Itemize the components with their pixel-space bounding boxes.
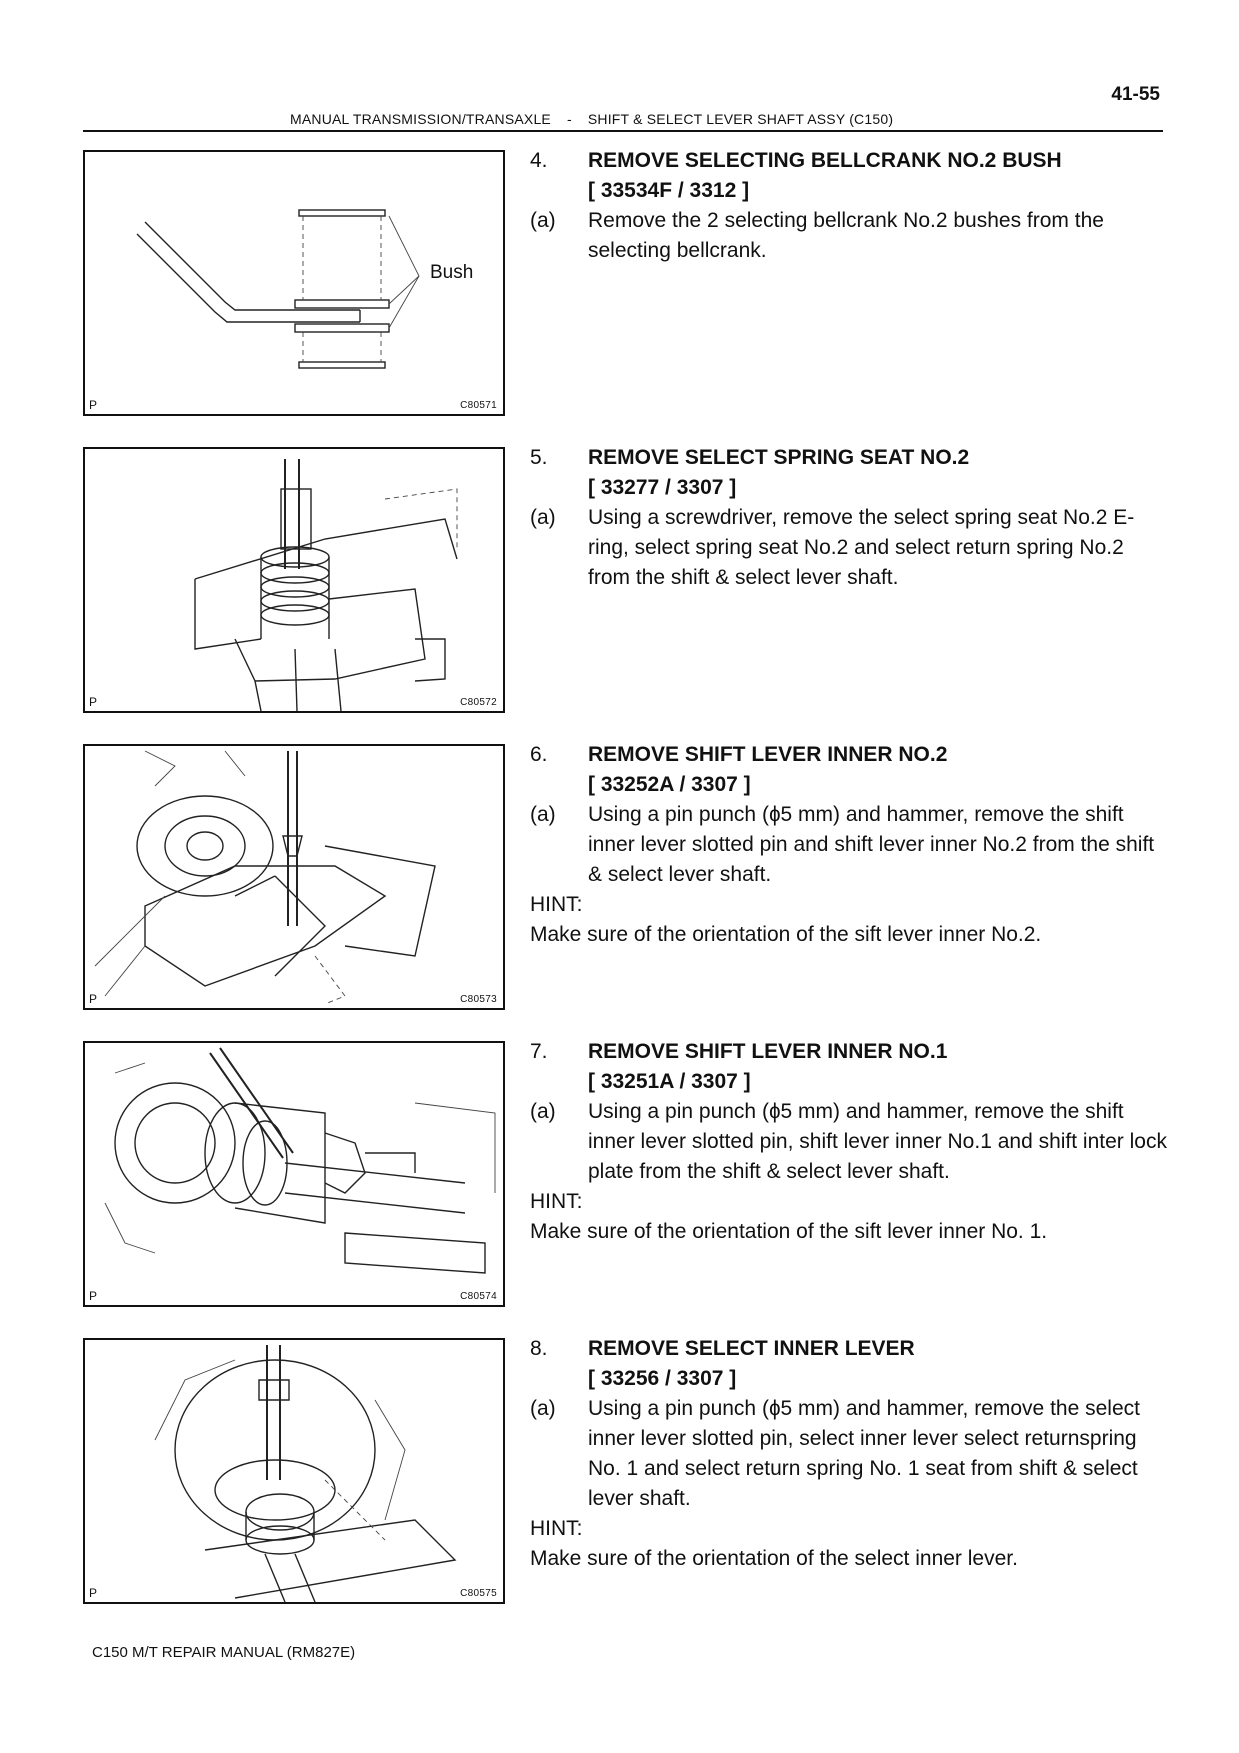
footer-manual-name: C150 M/T REPAIR MANUAL (RM827E)	[92, 1644, 356, 1661]
step-title: REMOVE SHIFT LEVER INNER NO.2	[588, 743, 948, 766]
figure-corner-label: P	[89, 992, 98, 1006]
substep-text: Using a screwdriver, remove the select s…	[588, 506, 1135, 589]
figure-corner-label: P	[89, 398, 98, 412]
substep-text: Using a pin punch (ɸ5 mm) and hammer, re…	[588, 803, 1155, 886]
substep-text: Using a pin punch (ɸ5 mm) and hammer, re…	[588, 1100, 1167, 1183]
spring-seat-illustration	[194, 459, 458, 711]
step-code: [ 33534F / 3312 ]	[588, 179, 750, 202]
callout-bush: Bush	[430, 262, 474, 283]
running-header: MANUAL TRANSMISSION/TRANSAXLE-SHIFT & SE…	[290, 111, 893, 127]
substep-label: (a)	[530, 209, 556, 232]
figure-shift-lever-inner-1: P C80574	[83, 1041, 505, 1307]
hint-label: HINT:	[530, 1190, 583, 1213]
step-number: 5.	[530, 446, 548, 469]
figure-corner-label: P	[89, 695, 98, 709]
select-inner-lever-illustration	[154, 1345, 457, 1602]
shift-lever-inner-2-illustration	[94, 750, 436, 1005]
figure-id: C80572	[460, 697, 497, 708]
bellcrank-illustration	[136, 209, 420, 369]
step-code: [ 33277 / 3307 ]	[588, 476, 737, 499]
hint-label: HINT:	[530, 893, 583, 916]
step-5: 5. REMOVE SELECT SPRING SEAT NO.2 [ 33277…	[530, 443, 1170, 593]
step-8: 8. REMOVE SELECT INNER LEVER [ 33256 / 33…	[530, 1334, 1170, 1574]
hint-text: Make sure of the orientation of the sele…	[530, 1547, 1018, 1570]
step-title: REMOVE SELECT INNER LEVER	[588, 1337, 915, 1360]
step-number: 8.	[530, 1337, 548, 1360]
figure-id: C80574	[460, 1291, 497, 1302]
figure-corner-label: P	[89, 1289, 98, 1303]
substep-text: Remove the 2 selecting bellcrank No.2 bu…	[588, 209, 1104, 262]
hint-label: HINT:	[530, 1517, 583, 1540]
figure-shift-lever-inner-2: P C80573	[83, 744, 505, 1010]
figure-select-inner-lever: P C80575	[83, 1338, 505, 1604]
header-rule	[83, 130, 1163, 132]
step-code: [ 33251A / 3307 ]	[588, 1070, 751, 1093]
header-subsection: SHIFT & SELECT LEVER SHAFT ASSY (C150)	[587, 111, 894, 127]
header-section: MANUAL TRANSMISSION/TRANSAXLE	[290, 111, 551, 127]
step-number: 4.	[530, 149, 548, 172]
page-number: 41-55	[1111, 84, 1160, 105]
figure-bush-removal: Bush P C80571	[83, 150, 505, 416]
substep-label: (a)	[530, 803, 556, 826]
substep-label: (a)	[530, 1397, 556, 1420]
figure-id: C80575	[460, 1588, 497, 1599]
figure-spring-seat-removal: P C80572	[83, 447, 505, 713]
substep-label: (a)	[530, 506, 556, 529]
step-4: 4. REMOVE SELECTING BELLCRANK NO.2 BUSH […	[530, 146, 1170, 266]
shift-lever-inner-1-illustration	[104, 1047, 496, 1274]
step-title: REMOVE SELECT SPRING SEAT NO.2	[588, 446, 970, 469]
step-code: [ 33256 / 3307 ]	[588, 1367, 737, 1390]
step-number: 6.	[530, 743, 548, 766]
step-title: REMOVE SHIFT LEVER INNER NO.1	[588, 1040, 948, 1063]
hint-text: Make sure of the orientation of the sift…	[530, 1220, 1048, 1243]
header-separator: -	[566, 111, 572, 127]
figure-id: C80571	[460, 400, 497, 411]
substep-label: (a)	[530, 1100, 556, 1123]
figure-corner-label: P	[89, 1586, 98, 1600]
figure-id: C80573	[460, 994, 497, 1005]
step-6: 6. REMOVE SHIFT LEVER INNER NO.2 [ 33252A…	[530, 740, 1170, 950]
step-title: REMOVE SELECTING BELLCRANK NO.2 BUSH	[588, 149, 1062, 172]
substep-text: Using a pin punch (ɸ5 mm) and hammer, re…	[588, 1397, 1140, 1510]
step-7: 7. REMOVE SHIFT LEVER INNER NO.1 [ 33251A…	[530, 1037, 1170, 1247]
hint-text: Make sure of the orientation of the sift…	[530, 923, 1042, 946]
step-code: [ 33252A / 3307 ]	[588, 773, 751, 796]
step-number: 7.	[530, 1040, 548, 1063]
